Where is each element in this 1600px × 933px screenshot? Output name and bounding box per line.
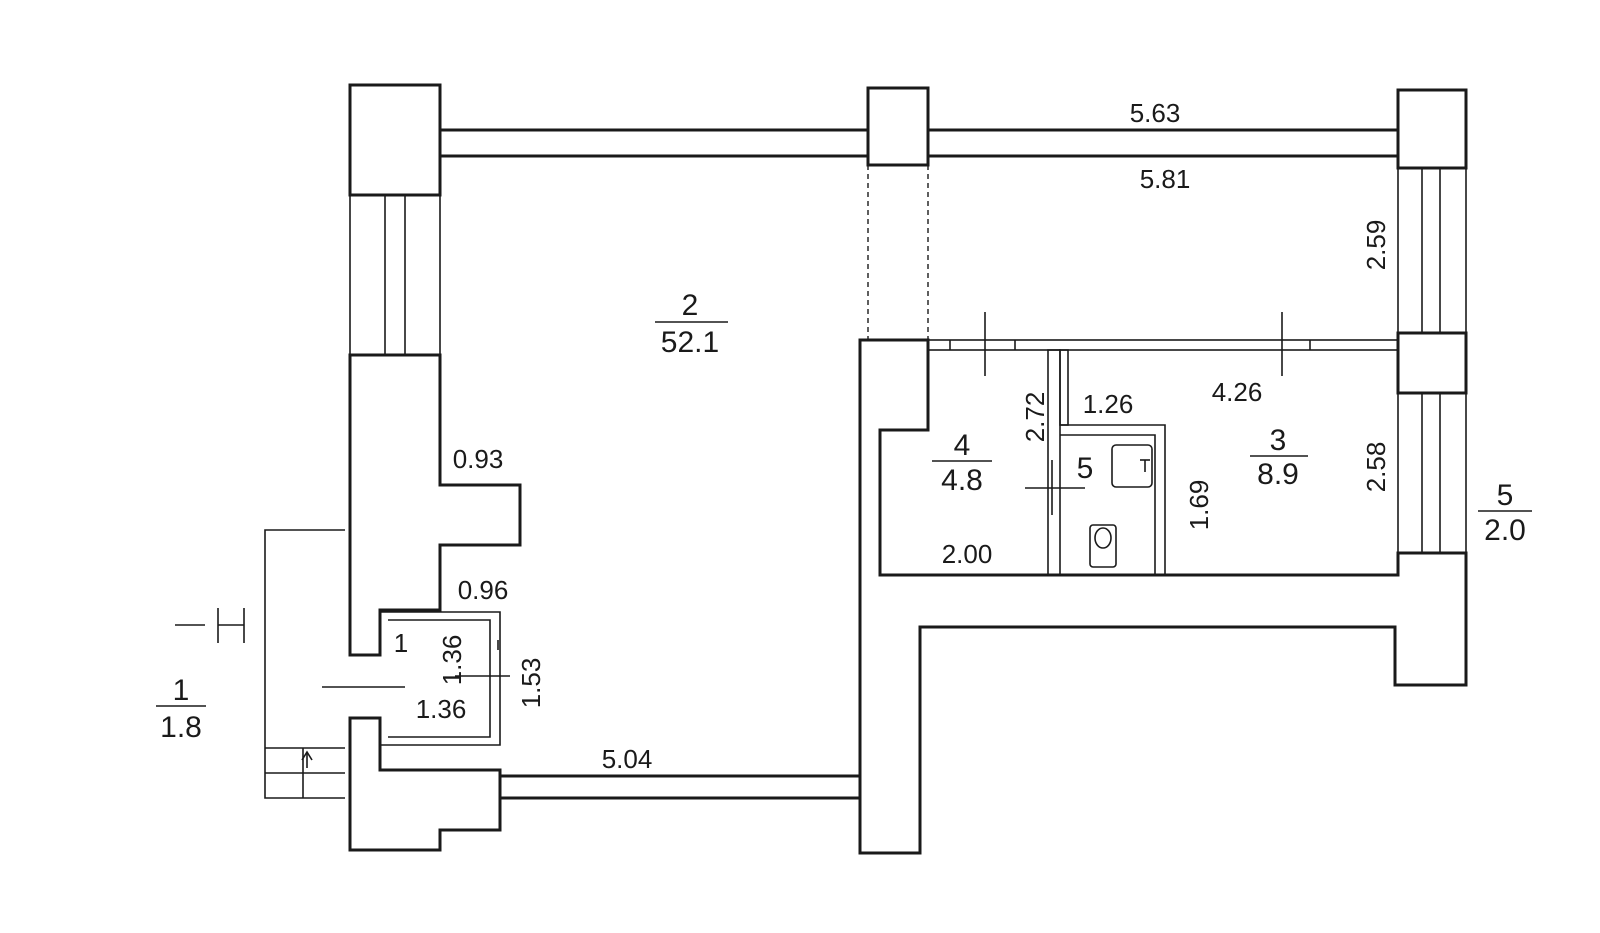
room-4-area: 4.8 xyxy=(941,464,983,497)
entry-porch xyxy=(264,529,345,799)
window-right-upper xyxy=(1397,167,1467,334)
closet-walls xyxy=(380,611,501,746)
dashed-beam xyxy=(867,165,929,340)
dim-inner-length: 4.26 xyxy=(1212,377,1263,407)
window-left xyxy=(349,194,441,356)
room-5-number: 5 xyxy=(1497,479,1514,512)
dim-closet-height-a: 1.36 xyxy=(437,635,467,686)
dim-top-right-inner: 5.81 xyxy=(1140,164,1191,194)
dim-top-right-outer: 5.63 xyxy=(1130,98,1181,128)
room-1-number: 1 xyxy=(173,674,190,707)
pier-top-left xyxy=(348,83,442,197)
pier-top-right xyxy=(1396,88,1468,170)
dim-bath-width: 1.26 xyxy=(1083,389,1134,419)
dim-pilaster-upper: 0.93 xyxy=(453,444,504,474)
hall-partition xyxy=(1047,349,1069,576)
window-right-lower xyxy=(1397,392,1467,554)
top-wall-left xyxy=(438,128,870,158)
dim-closet-width: 1.36 xyxy=(416,694,467,724)
dim-bottom-wall: 5.04 xyxy=(602,744,653,774)
room-5-area: 2.0 xyxy=(1484,514,1526,547)
dim-pilaster-lower: 0.96 xyxy=(458,575,509,605)
bottom-wall xyxy=(498,774,862,800)
dim-hall-width: 2.00 xyxy=(942,539,993,569)
room-3-area: 8.9 xyxy=(1257,458,1299,491)
left-wall xyxy=(348,353,522,657)
room-3-number: 3 xyxy=(1270,424,1287,457)
pier-right-middle xyxy=(1396,331,1468,395)
closet-ticks xyxy=(322,640,510,688)
dim-closet-height-b: 1.53 xyxy=(516,658,546,709)
room-2-area: 52.1 xyxy=(661,326,719,359)
room-4-number: 4 xyxy=(954,429,971,462)
room-1-area: 1.8 xyxy=(160,711,202,744)
dim-hall-height: 2.72 xyxy=(1020,392,1050,443)
partition-top xyxy=(927,312,1399,376)
room-2-number: 2 xyxy=(682,289,699,322)
dim-right-upper: 2.59 xyxy=(1361,220,1391,271)
left-wall-lower xyxy=(348,716,502,852)
dim-bath-height: 1.69 xyxy=(1184,480,1214,531)
closet-number: 1 xyxy=(394,628,408,658)
dim-right-lower: 2.58 xyxy=(1361,442,1391,493)
section-marker xyxy=(175,608,245,643)
pier-top-middle xyxy=(866,86,930,167)
central-wall xyxy=(858,338,1468,855)
bathroom xyxy=(1025,424,1166,575)
top-wall-right xyxy=(926,128,1400,158)
bathroom-number: 5 xyxy=(1077,452,1094,485)
